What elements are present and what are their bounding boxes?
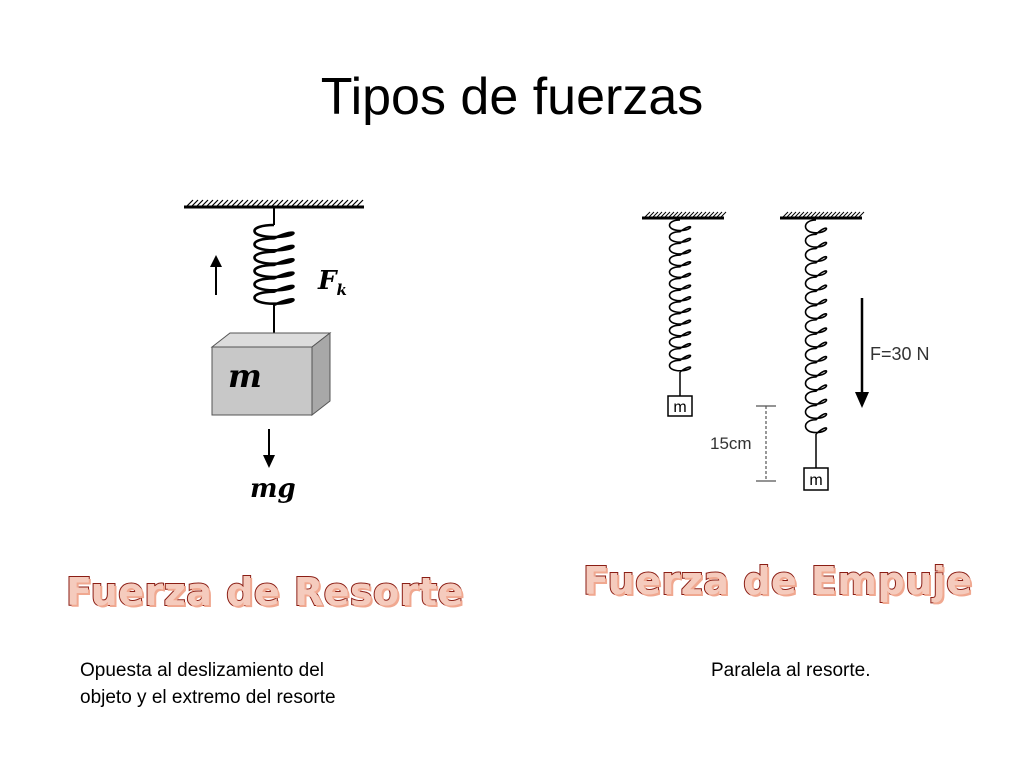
push-force-description: Paralela al resorte. bbox=[711, 660, 871, 681]
spring-force-title: Fuerza de Resorte bbox=[65, 569, 464, 615]
spring-block-diagram: m Fk mg bbox=[184, 199, 364, 504]
force-down-arrow-icon bbox=[855, 298, 869, 408]
down-arrow-icon bbox=[263, 429, 275, 468]
ceiling-hatch bbox=[184, 199, 364, 209]
mass-box-a bbox=[667, 395, 693, 417]
slide-title: Tipos de fuerzas bbox=[320, 68, 704, 126]
applied-force-label: F=30 N bbox=[870, 344, 930, 364]
mass-box-a-label: m bbox=[673, 399, 686, 416]
ceiling-hatch-a bbox=[642, 211, 727, 220]
mass-label: m bbox=[228, 357, 262, 395]
coil-spring-a bbox=[668, 219, 692, 373]
spring-force-description: Opuesta al deslizamiento del objeto y el… bbox=[80, 657, 336, 711]
displacement-label: 15cm bbox=[710, 434, 752, 453]
weight-label: mg bbox=[250, 474, 296, 504]
coil-spring-b bbox=[804, 219, 828, 435]
push-force-title: Fuerza de Empuje bbox=[582, 558, 973, 604]
spring-stretch-diagram: m m 15cm F=30 N bbox=[642, 211, 930, 491]
spring-force-description-line1: Opuesta al deslizamiento del bbox=[80, 660, 324, 681]
up-arrow-icon bbox=[210, 255, 222, 295]
spring-force-label: Fk bbox=[317, 266, 347, 299]
ceiling-hatch-b bbox=[780, 211, 865, 220]
mass-box-b-label: m bbox=[809, 472, 822, 489]
dimension-line bbox=[756, 405, 776, 482]
spring-force-description-line2: objeto y el extremo del resorte bbox=[80, 687, 336, 708]
coil-spring bbox=[253, 223, 295, 307]
mass-block bbox=[210, 331, 332, 417]
mass-box-b bbox=[803, 467, 829, 491]
